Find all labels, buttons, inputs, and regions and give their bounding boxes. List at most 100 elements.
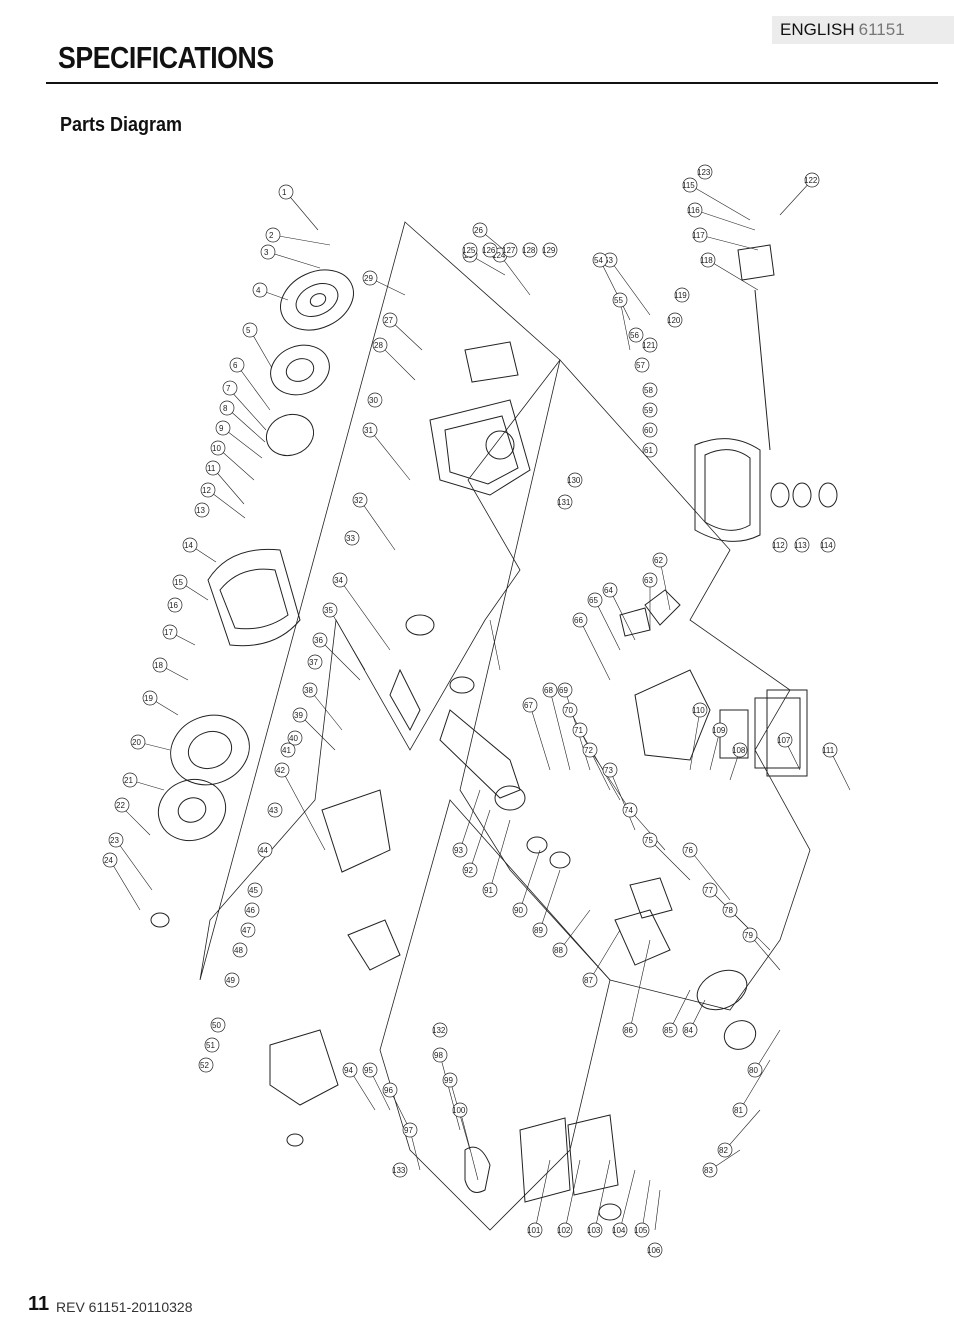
svg-text:9: 9 <box>219 424 224 433</box>
callout-72: 72 <box>582 742 598 758</box>
callout-71: 71 <box>572 722 588 738</box>
svg-text:51: 51 <box>206 1041 215 1050</box>
callout-33: 33 <box>344 530 360 546</box>
callout-66: 66 <box>572 612 588 628</box>
callout-17: 17 <box>162 624 178 640</box>
leader-lines <box>109 179 851 1231</box>
svg-text:97: 97 <box>404 1126 413 1135</box>
callout-133: 133 <box>392 1162 408 1178</box>
svg-text:3: 3 <box>264 248 269 257</box>
engine-block-outline <box>199 221 561 981</box>
svg-text:105: 105 <box>634 1226 648 1235</box>
callout-111: 111 <box>822 742 838 758</box>
svg-text:59: 59 <box>644 406 653 415</box>
callout-24: 24 <box>102 852 118 868</box>
svg-text:23: 23 <box>110 836 119 845</box>
revision-label: REV 61151-20110328 <box>56 1299 193 1315</box>
callout-50: 50 <box>210 1017 226 1033</box>
svg-text:89: 89 <box>534 926 543 935</box>
callout-19: 19 <box>142 690 158 706</box>
callout-65: 65 <box>587 592 603 608</box>
svg-text:79: 79 <box>744 931 753 940</box>
callout-46: 46 <box>244 902 260 918</box>
svg-text:32: 32 <box>354 496 363 505</box>
callout-117: 117 <box>692 227 708 243</box>
callout-63: 63 <box>642 572 658 588</box>
svg-text:104: 104 <box>612 1226 626 1235</box>
svg-text:92: 92 <box>464 866 473 875</box>
callout-47: 47 <box>240 922 256 938</box>
callout-99: 99 <box>442 1072 458 1088</box>
svg-text:121: 121 <box>642 341 656 350</box>
svg-text:95: 95 <box>364 1066 373 1075</box>
callout-103: 103 <box>587 1222 603 1238</box>
callout-98: 98 <box>432 1047 448 1063</box>
callout-105: 105 <box>634 1222 650 1238</box>
callout-3: 3 <box>260 244 276 260</box>
flywheel-drawing <box>150 714 250 928</box>
svg-text:70: 70 <box>564 706 573 715</box>
svg-text:69: 69 <box>559 686 568 695</box>
callout-70: 70 <box>562 702 578 718</box>
callout-118: 118 <box>700 252 716 268</box>
svg-text:44: 44 <box>259 846 268 855</box>
callout-127: 127 <box>502 242 518 258</box>
svg-text:88: 88 <box>554 946 563 955</box>
svg-text:78: 78 <box>724 906 733 915</box>
svg-text:35: 35 <box>324 606 333 615</box>
svg-text:117: 117 <box>692 231 705 240</box>
svg-text:66: 66 <box>574 616 583 625</box>
svg-text:37: 37 <box>309 658 318 667</box>
exploded-parts-diagram: 1 2 3 4 5 6 7 8 9 10 11 12 13 14 15 16 1… <box>102 164 851 1258</box>
svg-text:26: 26 <box>474 226 483 235</box>
callout-37: 37 <box>307 654 323 670</box>
svg-text:53: 53 <box>604 256 613 265</box>
svg-text:77: 77 <box>704 886 713 895</box>
callout-11: 11 <box>205 460 221 476</box>
svg-text:120: 120 <box>667 316 681 325</box>
callout-107: 107 <box>777 732 793 748</box>
svg-text:114: 114 <box>820 541 833 550</box>
fan-cover-drawing <box>207 548 301 647</box>
callout-78: 78 <box>722 902 738 918</box>
svg-text:48: 48 <box>234 946 243 955</box>
svg-text:46: 46 <box>246 906 255 915</box>
callout-9: 9 <box>215 420 231 436</box>
svg-text:19: 19 <box>144 694 153 703</box>
callout-21: 21 <box>122 772 138 788</box>
svg-text:6: 6 <box>233 361 238 370</box>
callout-67: 67 <box>522 697 538 713</box>
callout-60: 60 <box>642 422 658 438</box>
svg-text:27: 27 <box>384 316 393 325</box>
callout-89: 89 <box>532 922 548 938</box>
svg-text:86: 86 <box>624 1026 633 1035</box>
svg-text:110: 110 <box>692 706 705 715</box>
callout-45: 45 <box>247 882 263 898</box>
svg-text:99: 99 <box>444 1076 453 1085</box>
callout-29: 29 <box>362 270 378 286</box>
svg-text:82: 82 <box>719 1146 728 1155</box>
svg-text:39: 39 <box>294 711 303 720</box>
callout-54: 54 <box>592 252 608 268</box>
svg-text:28: 28 <box>374 341 383 350</box>
gasket-drawing <box>269 789 401 1147</box>
callout-81: 81 <box>732 1102 748 1118</box>
svg-text:7: 7 <box>226 384 231 393</box>
svg-text:103: 103 <box>587 1226 601 1235</box>
muffler-drawing <box>464 1114 622 1221</box>
svg-text:33: 33 <box>346 534 355 543</box>
cylinder-head-drawing <box>614 877 757 1050</box>
callout-119: 119 <box>674 287 690 303</box>
svg-text:14: 14 <box>184 541 193 550</box>
callout-12: 12 <box>200 482 216 498</box>
svg-text:4: 4 <box>256 286 261 295</box>
callout-85: 85 <box>662 1022 678 1038</box>
svg-text:68: 68 <box>544 686 553 695</box>
callout-110: 110 <box>692 702 708 718</box>
svg-text:80: 80 <box>749 1066 758 1075</box>
svg-text:12: 12 <box>202 486 211 495</box>
svg-text:62: 62 <box>654 556 663 565</box>
svg-text:43: 43 <box>269 806 278 815</box>
svg-text:45: 45 <box>249 886 258 895</box>
callout-95: 95 <box>362 1062 378 1078</box>
